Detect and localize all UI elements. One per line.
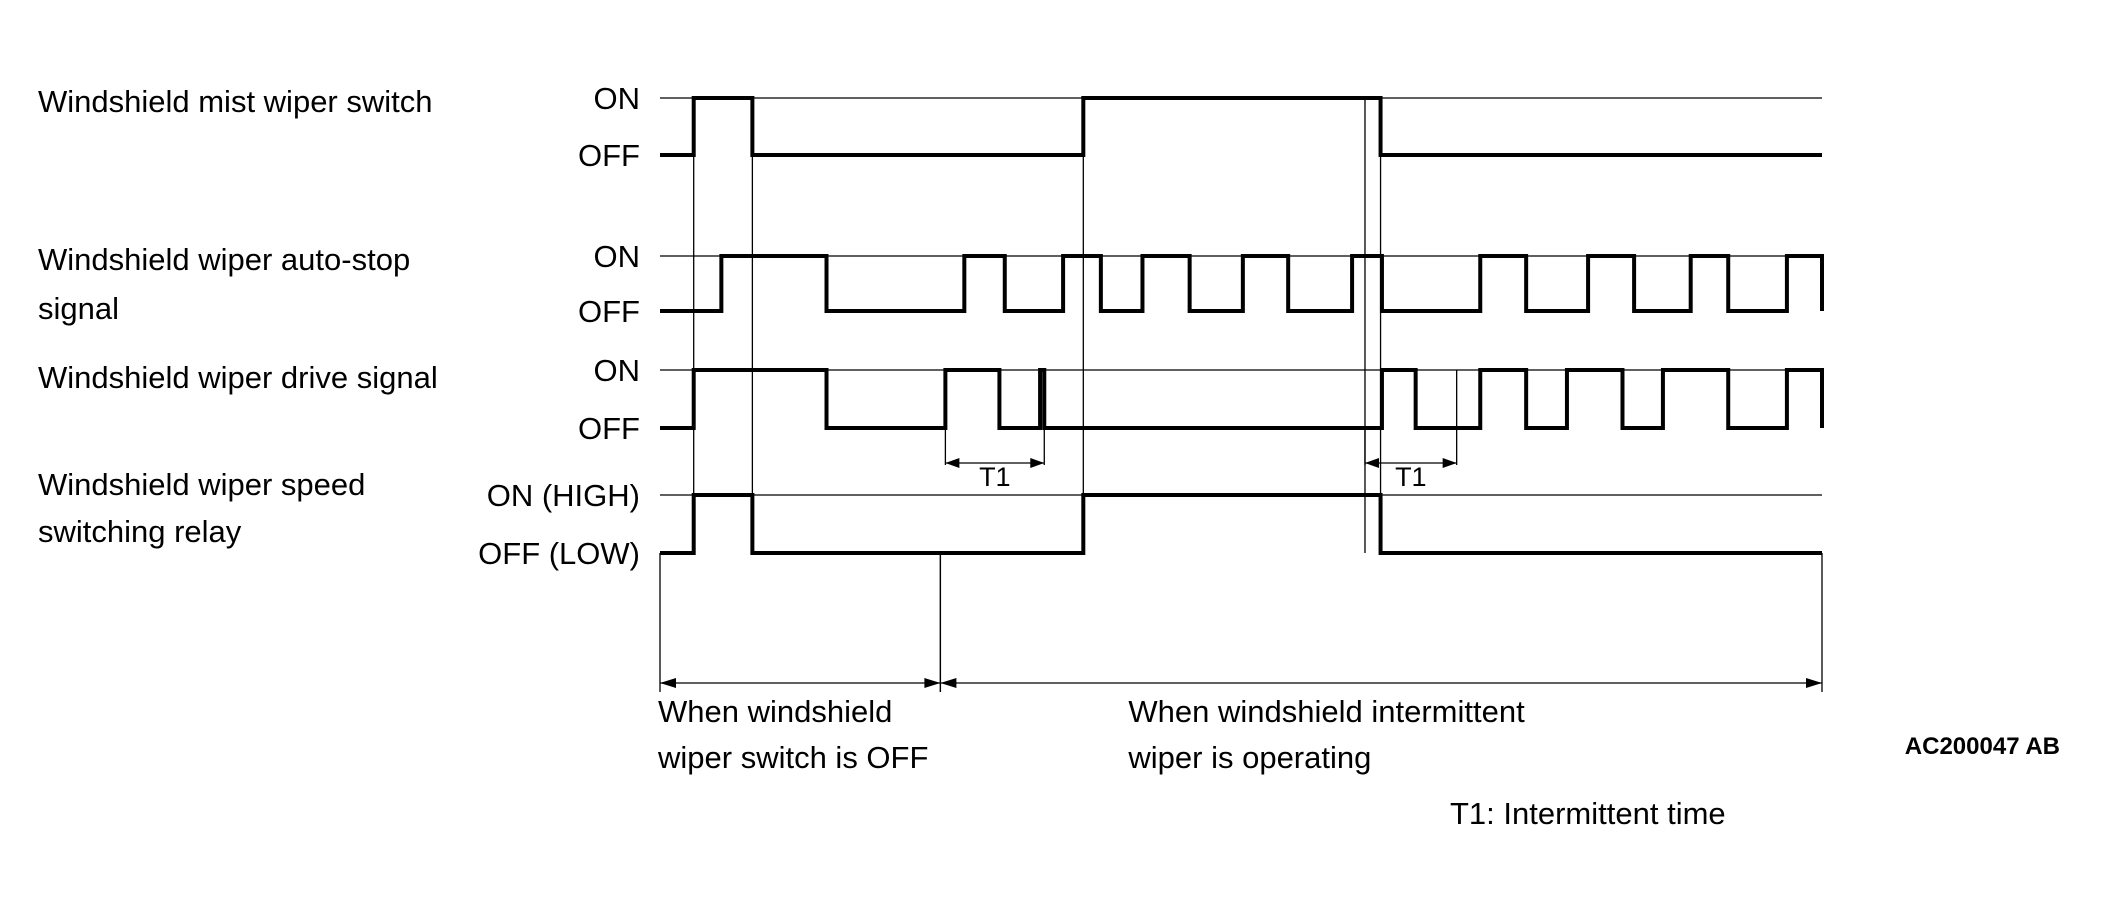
signal-label-line: Windshield mist wiper switch (38, 84, 433, 119)
waveform-relay (660, 493, 1822, 555)
arrow-head-left (940, 678, 957, 688)
interval-label: T1 (1395, 462, 1427, 492)
figure-code: AC200047 AB (1905, 733, 2060, 760)
arrow-head-right (924, 678, 941, 688)
waveforms (660, 96, 1824, 555)
signal-label-drive: Windshield wiper drive signal (38, 360, 438, 395)
signal-label-line: Windshield wiper auto-stop (38, 242, 410, 277)
on-label-autostop: ON (594, 239, 641, 274)
waveform-autostop (660, 254, 1824, 313)
guide-lines (693, 98, 1382, 553)
range-label: When windshield wiper switch is OFF (657, 694, 928, 775)
range-label-line: wiper switch is OFF (657, 740, 928, 775)
arrow-head-right (1806, 678, 1822, 688)
on-label-drive: ON (594, 353, 641, 388)
range-label-line: wiper is operating (1127, 740, 1371, 775)
on-label-relay: ON (HIGH) (487, 478, 640, 513)
off-label-mist: OFF (578, 138, 640, 173)
interval-label: T1 (979, 462, 1011, 492)
range-label-line: When windshield (658, 694, 892, 729)
off-label-drive: OFF (578, 411, 640, 446)
signal-label-relay: Windshield wiper speed switching relay (38, 467, 365, 549)
on-label-mist: ON (594, 81, 641, 116)
arrow-head-right (1030, 458, 1045, 468)
arrow-head-left (945, 458, 960, 468)
signal-label-mist: Windshield mist wiper switch (38, 84, 433, 119)
off-label-autostop: OFF (578, 294, 640, 329)
range-label: When windshield intermittent wiper is ope… (1127, 694, 1525, 775)
interval-markers: T1 T1 (944, 370, 1458, 492)
range-label-line: When windshield intermittent (1128, 694, 1525, 729)
arrow-head-left (660, 678, 676, 688)
waveform-mist (660, 96, 1822, 157)
signal-label-autostop: Windshield wiper auto-stop signal (38, 242, 410, 326)
signal-label-line: Windshield wiper speed (38, 467, 365, 502)
arrow-head-left (1364, 458, 1379, 468)
signal-label-line: Windshield wiper drive signal (38, 360, 438, 395)
state-labels: ON OFF ON OFF ON OFF ON (HIGH) OFF (LOW) (478, 81, 640, 571)
waveform-drive (660, 368, 1824, 430)
off-label-relay: OFF (LOW) (478, 536, 640, 571)
signal-label-line: switching relay (38, 514, 242, 549)
legend-note: T1: Intermittent time (1450, 796, 1726, 831)
signal-label-line: signal (38, 291, 119, 326)
arrow-head-right (1442, 458, 1457, 468)
